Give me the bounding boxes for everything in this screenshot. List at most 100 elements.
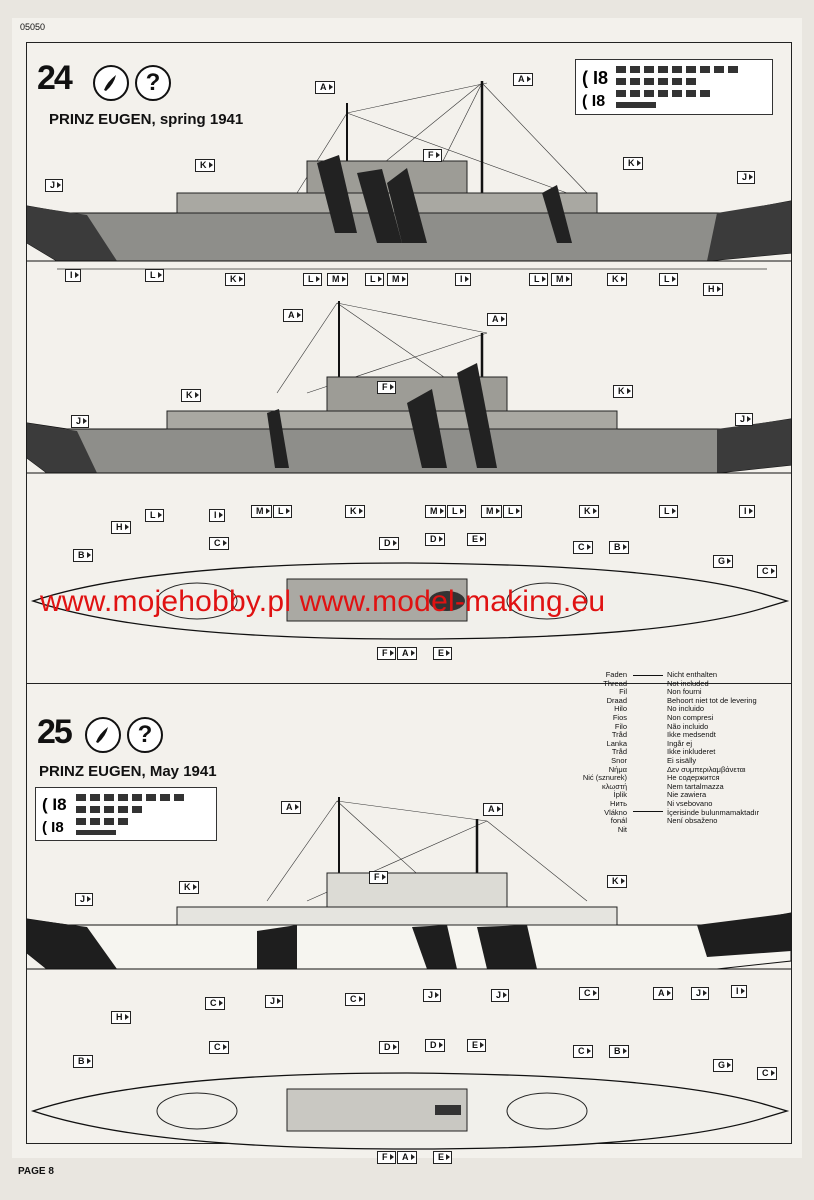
callout-c: C: [209, 1041, 229, 1054]
paint-brush-icon: [93, 65, 129, 101]
callout-k: K: [607, 875, 627, 888]
callout-b: B: [73, 549, 93, 562]
ship-top-view-25: [30, 1072, 790, 1150]
callout-b: B: [609, 1045, 629, 1058]
callout-f: F: [423, 149, 442, 162]
callout-a: A: [281, 801, 301, 814]
callout-l: L: [145, 509, 164, 522]
callout-h: H: [111, 1011, 131, 1024]
callout-d: D: [379, 537, 399, 550]
callout-a: A: [397, 647, 417, 660]
instruction-page: 05050 24 ? PRINZ EUGEN, spring 1941: [12, 18, 802, 1177]
ship-side-view-24b: [26, 301, 792, 474]
svg-text:( I8: ( I8: [582, 68, 608, 88]
callout-l: L: [303, 273, 322, 286]
callout-m: M: [327, 273, 348, 286]
callout-l: L: [145, 269, 164, 282]
legend-row: Nić (sznurek)Не содержится: [582, 773, 720, 783]
callout-f: F: [377, 381, 396, 394]
callout-l: L: [365, 273, 384, 286]
callout-k: K: [195, 159, 215, 172]
callout-m: M: [425, 505, 446, 518]
section-divider: [27, 683, 791, 684]
ship-side-view-25: [26, 797, 792, 970]
callout-l: L: [659, 273, 678, 286]
callout-j: J: [691, 987, 710, 1000]
callout-h: H: [111, 521, 131, 534]
callout-c: C: [757, 1067, 777, 1080]
callout-k: K: [345, 505, 365, 518]
svg-text:( I8: ( I8: [582, 93, 605, 110]
callout-c: C: [345, 993, 365, 1006]
callout-j: J: [423, 989, 442, 1002]
callout-m: M: [251, 505, 272, 518]
callout-a: A: [487, 313, 507, 326]
callout-j: J: [737, 171, 756, 184]
callout-k: K: [225, 273, 245, 286]
callout-i: I: [739, 505, 755, 518]
callout-k: K: [623, 157, 643, 170]
callout-k: K: [607, 273, 627, 286]
callout-l: L: [659, 505, 678, 518]
step-title-24: PRINZ EUGEN, spring 1941: [49, 111, 244, 128]
paint-brush-icon: [85, 717, 121, 753]
ship-side-view-24a: [26, 81, 792, 270]
callout-a: A: [397, 1151, 417, 1164]
callout-i: I: [731, 985, 747, 998]
callout-l: L: [503, 505, 522, 518]
callout-e: E: [433, 647, 453, 660]
callout-k: K: [613, 385, 633, 398]
arrow-line: [633, 675, 663, 676]
step-title-25: PRINZ EUGEN, May 1941: [39, 763, 217, 780]
document-code: 05050: [20, 22, 46, 32]
instruction-frame: 24 ? PRINZ EUGEN, spring 1941: [26, 42, 795, 1164]
callout-e: E: [467, 533, 487, 546]
callout-j: J: [71, 415, 90, 428]
decal-sheet-graphic: ( I8 ( I8: [582, 66, 738, 110]
callout-a: A: [283, 309, 303, 322]
callout-h: H: [703, 283, 723, 296]
callout-f: F: [369, 871, 388, 884]
callout-d: D: [425, 1039, 445, 1052]
callout-l: L: [529, 273, 548, 286]
decal-sheet-reference: ( I8 ( I8: [35, 787, 217, 841]
arrow-line: [633, 811, 663, 812]
callout-k: K: [181, 389, 201, 402]
callout-g: G: [713, 1059, 734, 1072]
callout-a: A: [513, 73, 533, 86]
callout-c: C: [209, 537, 229, 550]
decal-sheet-reference: ( I8 ( I8: [575, 59, 773, 115]
callout-c: C: [205, 997, 225, 1010]
callout-e: E: [467, 1039, 487, 1052]
callout-c: C: [573, 1045, 593, 1058]
legend-row: Nit: [617, 824, 627, 834]
callout-c: C: [579, 987, 599, 1000]
watermark-text: www.mojehobby.pl www.model-making.eu: [40, 585, 606, 618]
callout-c: C: [757, 565, 777, 578]
callout-m: M: [551, 273, 572, 286]
callout-i: I: [209, 509, 225, 522]
question-icon: ?: [135, 65, 171, 101]
callout-a: A: [653, 987, 673, 1000]
page-number: PAGE 8: [18, 1166, 54, 1177]
callout-i: I: [65, 269, 81, 282]
callout-j: J: [491, 989, 510, 1002]
callout-f: F: [377, 1151, 396, 1164]
step-number-24: 24: [37, 59, 73, 97]
svg-text:( I8: ( I8: [42, 819, 64, 836]
callout-j: J: [735, 413, 754, 426]
